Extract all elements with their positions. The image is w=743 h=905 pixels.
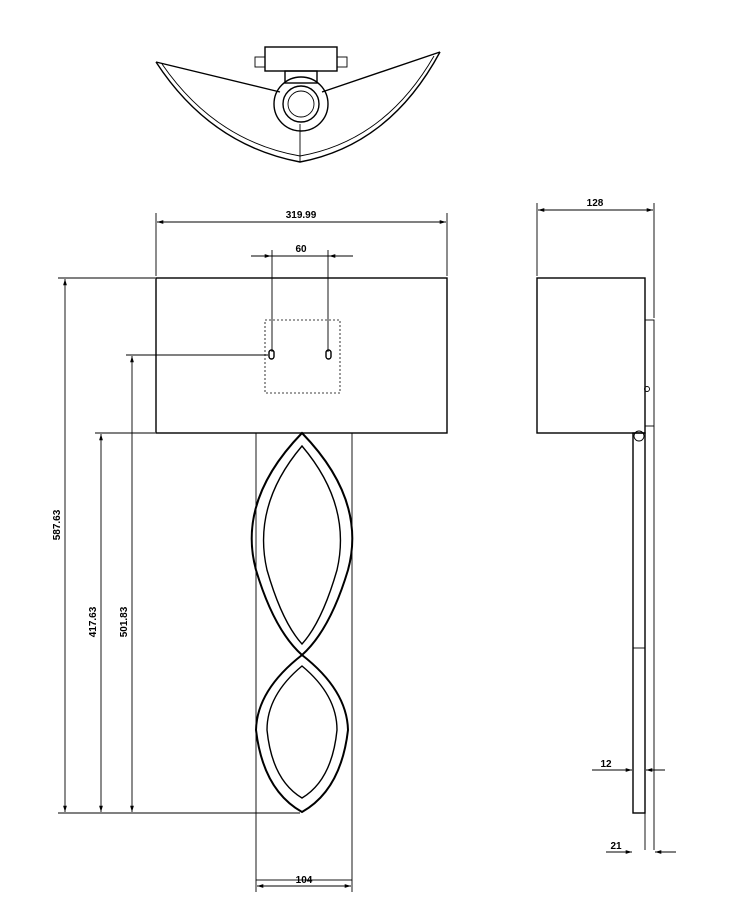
top-view [155,46,441,163]
side-view [536,277,655,850]
dim-overall-height: 587.63 [52,509,63,540]
dim-shade-bottom-height: 417.63 [88,606,99,637]
dim-projection-depth: 128 [587,198,604,209]
backplate-outline [264,319,341,394]
dim-backplate-width: 104 [296,875,313,886]
shade-side [536,277,646,434]
dim-wall-offset: 21 [610,841,622,852]
back-plate [255,432,353,881]
dim-plate-thickness: 12 [600,759,612,770]
dim-bracket-height: 501.83 [119,606,130,637]
dim-bracket-spacing: 60 [295,244,307,255]
lamp-shade [155,277,448,434]
front-view [155,277,448,881]
dim-shade-width: 319.99 [286,210,317,221]
back-plate-side [632,432,646,814]
dimension-lines [58,203,676,892]
